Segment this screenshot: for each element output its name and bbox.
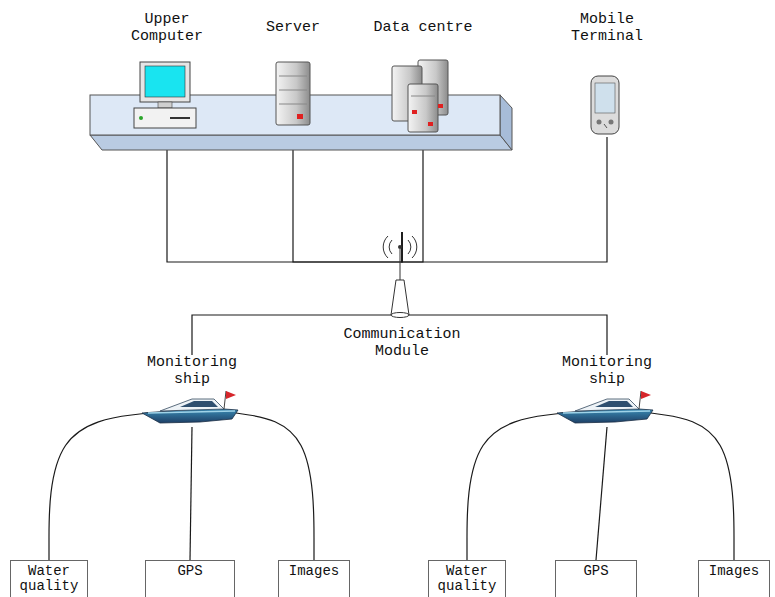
server-icon [297,114,303,119]
data-box: GPS [145,560,235,597]
data-centre-icon [428,122,433,126]
antenna-icon [391,313,409,318]
connector-line [167,132,402,262]
server-icon [279,90,307,91]
device-label: Upper Computer [120,12,214,45]
connector-line [651,413,734,560]
data-centre-icon [408,84,438,132]
mobile-icon [591,76,619,134]
device-label: Monitoring ship [140,355,244,388]
box-label: GPS [175,564,204,579]
antenna-icon [398,245,402,249]
antenna-icon [383,236,417,318]
connector-line [467,413,563,560]
box-label: GPS [581,564,610,579]
data-centre-icon [411,96,435,97]
device-label: Monitoring ship [555,355,659,388]
ship-icon [142,391,653,423]
data-centre-icon [438,104,443,108]
server-icon [276,62,310,125]
connector-line [190,427,192,560]
box-label: Images [287,564,341,579]
mobile-icon [597,120,602,125]
mobile-icon [591,76,619,134]
computer-icon [134,108,196,128]
mobile-icon [595,83,615,113]
connector-line [596,427,607,560]
box-label: Water quality [11,564,87,593]
mobile-icon [604,124,607,128]
antenna-icon [408,240,411,254]
antenna-icon [383,236,388,258]
connector-line [402,132,423,262]
device-node: Data centre [365,20,481,132]
device-node: Communication Module [330,232,474,360]
computer-icon [134,62,196,128]
device-label: Mobile Terminal [565,12,649,45]
device-label: Communication Module [330,327,474,360]
antenna-icon [400,249,401,280]
server-icon [279,104,307,105]
device-node: Monitoring ship [555,355,659,427]
antenna-icon [391,280,409,315]
server-icon [276,62,310,125]
network-band [90,135,512,150]
ship-icon [142,391,238,423]
antenna-icon [389,240,392,254]
data-box: Water quality [428,560,506,597]
connector-line [402,137,607,262]
computer-icon [170,117,190,119]
ship-icon [557,391,653,423]
data-box: Images [278,560,350,597]
server-icon [279,76,307,77]
device-label: Data centre [373,20,472,37]
device-node: Upper Computer [120,12,214,132]
computer-icon [140,62,190,102]
mobile-icon [609,120,614,125]
connector-line [49,413,148,560]
antenna-icon [412,236,417,258]
data-box: GPS [555,560,637,597]
computer-icon [145,66,185,97]
computer-icon [158,102,172,108]
device-label: Server [266,20,320,37]
box-label: Images [707,564,761,579]
network-band [500,95,512,150]
data-box: Water quality [10,560,88,597]
device-node: Server [250,20,336,128]
computer-icon [139,116,143,120]
data-box: Images [698,560,770,597]
box-label: Water quality [429,564,505,593]
device-node: Monitoring ship [140,355,244,427]
connector-line [236,413,314,560]
device-node: Mobile Terminal [565,12,649,137]
data-centre-icon [412,110,417,114]
data-centre-icon [392,60,448,132]
